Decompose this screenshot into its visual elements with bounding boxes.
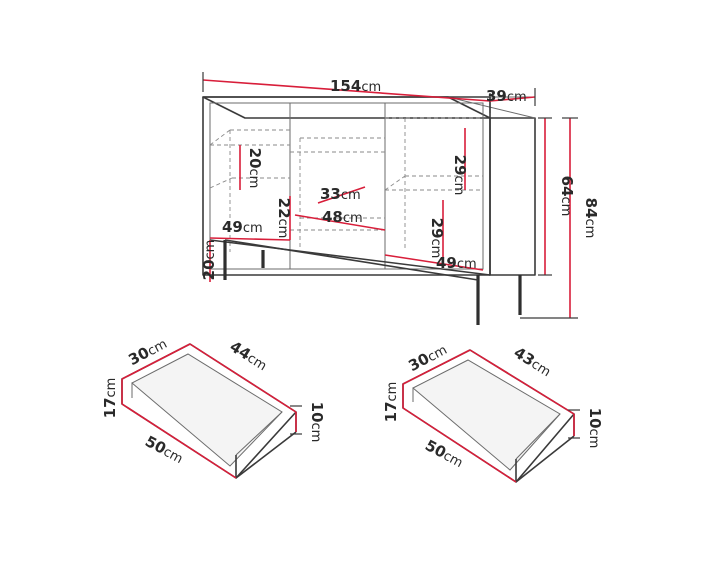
left-shelf-side [209, 129, 231, 146]
drawer-left-front-width-line [121, 403, 237, 479]
drawer-left-dimensions [121, 343, 302, 479]
sideboard-labels: 154cm 39cm 64cm 84cm 20cm 20cm 49cm 22cm… [200, 77, 600, 280]
drawer-right-front-width-line [402, 407, 517, 483]
right-width-line [384, 254, 484, 271]
drawer-right-length-label: 43cm [511, 343, 555, 380]
drawer-right-front-height-label: 17cm [382, 382, 400, 423]
sideboard-side-panel [489, 117, 536, 276]
front-leg-frame [224, 239, 479, 281]
middle-depth-label: 33cm [320, 185, 361, 203]
drawer-right-depth-line [402, 349, 471, 385]
body-height-label: 64cm [558, 176, 576, 217]
sideboard-dimensions [202, 72, 578, 319]
right-lower-height-label: 29cm [428, 218, 446, 259]
drawer-left-depth-line [121, 343, 191, 380]
depth-label: 39cm [486, 87, 527, 105]
right-upper-height-label: 29cm [451, 155, 469, 196]
drawer-right-inner-height-label: 10cm [586, 408, 604, 449]
depth-dimension-line [489, 96, 536, 102]
sideboard-front-inner [209, 102, 484, 270]
drawer-left-inner-height-label: 10cm [308, 402, 326, 443]
drawer-left-inner-rim [235, 411, 283, 456]
sideboard-drawing [202, 96, 536, 325]
drawer-left-length-label: 44cm [227, 337, 271, 374]
left-width-label: 49cm [222, 218, 263, 236]
drawer-left-front-width-label: 50cm [142, 432, 186, 467]
base-rail [209, 239, 491, 276]
drawer-left-drawing [121, 343, 297, 479]
drawer-right-front-width-label: 50cm [422, 436, 466, 471]
left-shelf-height-label: 20cm [246, 148, 264, 189]
drawer-right-dimensions [402, 349, 580, 483]
sideboard-top-back-edge [447, 96, 536, 119]
drawer-right-depth-label: 30cm [405, 340, 449, 375]
middle-depth-line [317, 186, 366, 204]
drawer-left-length-line [189, 343, 297, 413]
middle-width-label: 48cm [322, 208, 363, 226]
drawer-left-front-height-label: 17cm [101, 378, 119, 419]
drawer-right-bottom-edge [515, 435, 575, 483]
drawer-right-labels: 30cm 43cm 17cm 10cm 50cm [382, 340, 604, 471]
drawer-right-inner-rim [515, 413, 561, 460]
drawer-left-bottom-edge [235, 431, 297, 479]
right-shelf-side [384, 175, 406, 191]
left-lower-shelf-side [209, 177, 233, 189]
middle-width-line [294, 214, 386, 231]
width-dimension-line [202, 79, 491, 102]
left-width-line [209, 237, 291, 241]
right-width-label: 49cm [436, 254, 477, 272]
drawer-left-depth-label: 30cm [125, 334, 169, 369]
sideboard-top [202, 96, 491, 119]
total-height-label: 84cm [582, 198, 600, 239]
drawer-right-length-line [469, 349, 575, 415]
width-label: 154cm [330, 77, 381, 95]
sideboard-front-frame [202, 96, 491, 276]
leg-height-label: 20cm [200, 240, 218, 281]
middle-drawer-height-label: 22cm [275, 198, 293, 239]
